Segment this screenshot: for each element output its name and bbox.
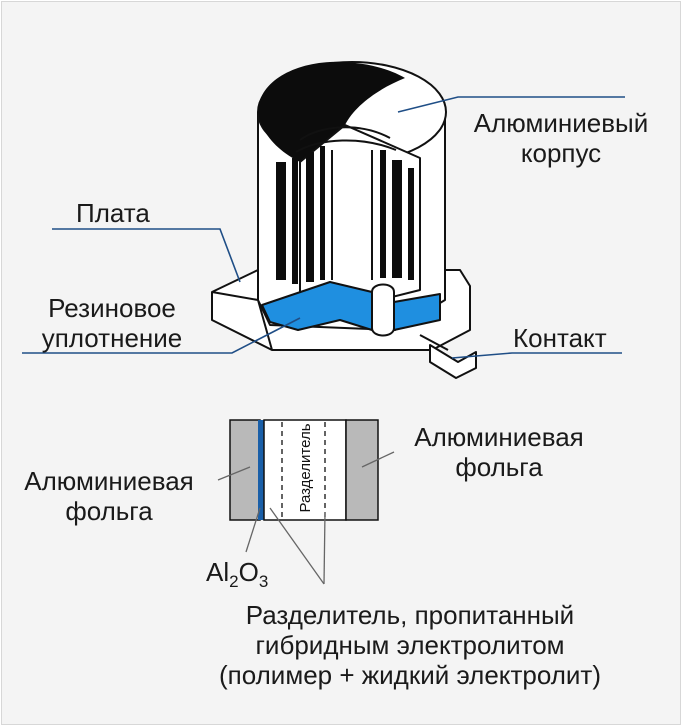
leader-lines bbox=[22, 96, 625, 359]
oxide-sub-3: 3 bbox=[258, 572, 269, 591]
label-foil-right-line1: Алюминиевая bbox=[414, 422, 584, 452]
label-electrolyte-line2: гибридным электролитом bbox=[255, 630, 565, 660]
label-foil-right: Алюминиевая фольга bbox=[394, 422, 604, 482]
label-foil-left-line2: фольга bbox=[65, 496, 153, 526]
label-aluminium-case-line2: корпус bbox=[520, 138, 602, 168]
capacitor-cutaway bbox=[211, 61, 477, 379]
oxide-o: O bbox=[238, 557, 259, 587]
leader-board bbox=[52, 228, 241, 283]
label-foil-right-line2: фольга bbox=[455, 452, 543, 482]
label-electrolyte-line3: (полимер + жидкий электролит) bbox=[219, 660, 601, 690]
leader-case bbox=[397, 96, 625, 113]
label-aluminium-case-line1: Алюминиевый bbox=[473, 108, 649, 138]
oxide-al: Al bbox=[206, 557, 230, 587]
label-foil-left-line1: Алюминиевая bbox=[24, 466, 194, 496]
label-contact: Контакт bbox=[513, 323, 607, 353]
foil-left bbox=[229, 419, 261, 521]
leader-seal bbox=[22, 317, 301, 354]
rubber-seal bbox=[261, 281, 373, 331]
label-oxide: Al2O3 bbox=[206, 557, 268, 591]
cross-section bbox=[217, 419, 395, 585]
label-board: Плата bbox=[76, 198, 150, 228]
oxide-sub-2: 2 bbox=[229, 572, 239, 591]
label-rubber-seal-line1: Резиновое bbox=[48, 293, 176, 323]
label-rubber-seal-line2: уплотнение bbox=[41, 323, 183, 353]
leader-contact bbox=[451, 352, 622, 359]
contact-lead bbox=[371, 283, 395, 337]
label-electrolyte: Разделитель, пропитанный гибридным элект… bbox=[150, 600, 670, 690]
label-separator: Разделитель bbox=[297, 423, 314, 513]
label-rubber-seal: Резиновое уплотнение bbox=[20, 293, 204, 353]
oxide-layer bbox=[258, 420, 264, 520]
label-foil-left: Алюминиевая фольга bbox=[6, 466, 212, 526]
foil-right bbox=[345, 419, 379, 521]
label-electrolyte-line1: Разделитель, пропитанный bbox=[245, 600, 575, 630]
electrolyte-gap bbox=[263, 419, 347, 521]
label-aluminium-case: Алюминиевый корпус bbox=[452, 108, 670, 168]
